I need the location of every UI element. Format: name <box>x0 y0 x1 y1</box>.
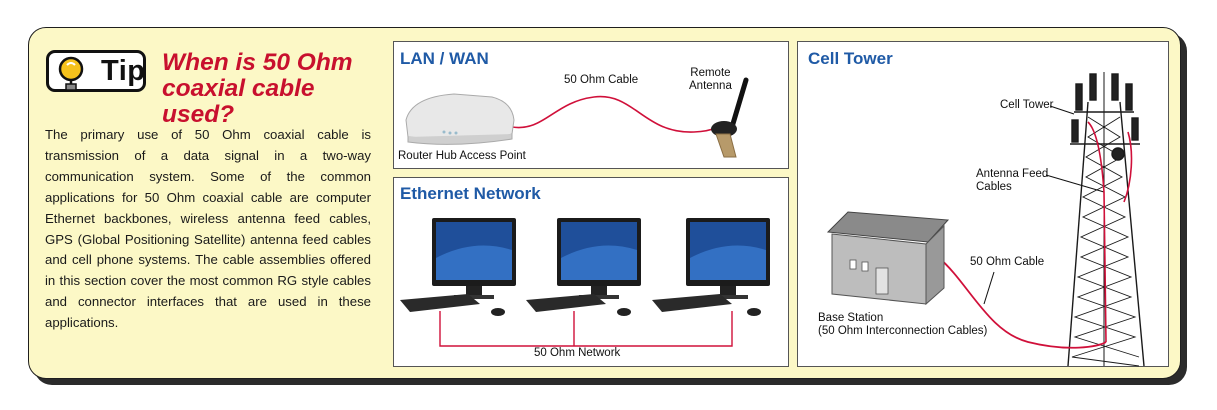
lan-diagram <box>405 77 749 158</box>
heading-line-1: When is 50 Ohm <box>162 49 353 76</box>
lan-wan-title: LAN / WAN <box>400 49 489 68</box>
keyboard-icon <box>526 294 606 312</box>
station-label: Base Station (50 Ohm Interconnection Cab… <box>818 312 988 337</box>
heading-line-2: coaxial cable used? <box>162 75 315 128</box>
lan-cable-label: 50 Ohm Cable <box>564 74 639 86</box>
antenna-icon <box>711 77 749 158</box>
keyboard-icon <box>652 294 732 312</box>
feed-label: Antenna Feed Cables <box>976 168 1049 193</box>
tower-label: Cell Tower <box>1000 99 1054 111</box>
lan-wan-box: LAN / WAN 50 Ohm Cable Remote Antenna Ro… <box>393 41 789 169</box>
network-label: 50 Ohm Network <box>534 347 621 359</box>
ethernet-diagram <box>400 218 770 347</box>
tip-heading: When is 50 Ohm coaxial cable used? <box>162 50 392 128</box>
tower-cable-label: 50 Ohm Cable <box>970 256 1045 268</box>
cell-tower-diagram <box>826 72 1145 367</box>
ethernet-box: Ethernet Network 50 Ohm Network <box>393 177 789 367</box>
antenna-label: Remote Antenna <box>689 67 732 92</box>
cell-tower-box: Cell Tower Cell Tower Antenna Feed Cable… <box>797 41 1169 367</box>
computer-3 <box>652 218 770 316</box>
tip-body: The primary use of 50 Ohm coaxial cable … <box>45 127 371 331</box>
computer-2 <box>526 218 641 316</box>
lightbulb-icon <box>58 56 84 91</box>
keyboard-icon <box>400 294 480 312</box>
cell-tower-title: Cell Tower <box>808 49 893 68</box>
mouse-icon <box>617 308 631 316</box>
mouse-icon <box>491 308 505 316</box>
computer-1 <box>400 218 516 316</box>
ethernet-title: Ethernet Network <box>400 184 541 203</box>
tip-label: Tip <box>101 55 146 87</box>
router-label: Router Hub Access Point <box>398 150 526 162</box>
building-icon <box>826 211 950 306</box>
router-icon <box>405 93 515 145</box>
mouse-icon <box>747 308 761 316</box>
tip-badge: Tip <box>46 50 146 92</box>
